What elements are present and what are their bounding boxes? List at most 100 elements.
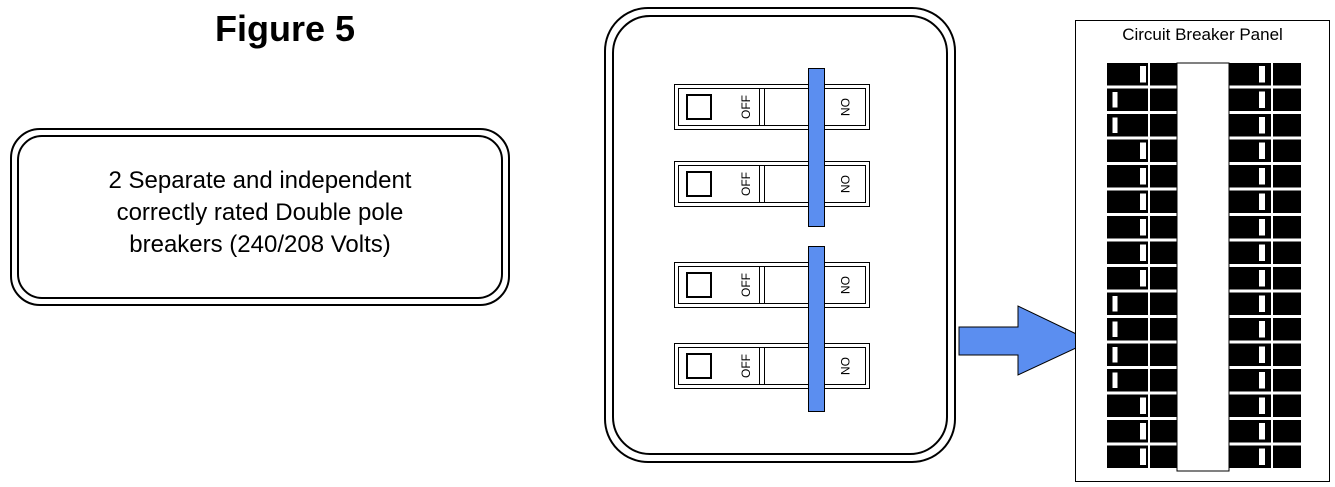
off-label: OFF (739, 273, 753, 297)
breaker-inner-frame (678, 88, 866, 126)
panel-breaker-toggle (1140, 66, 1146, 83)
panel-breaker-divider (1271, 420, 1273, 443)
breaker-switch-2: OFF ON (674, 161, 870, 207)
panel-breaker-grid (1107, 62, 1301, 472)
panel-breaker-toggle (1259, 66, 1265, 83)
callout-box: 2 Separate and independent correctly rat… (10, 128, 510, 306)
panel-breaker-toggle (1259, 321, 1265, 338)
panel-breaker-toggle (1111, 346, 1119, 364)
panel-breaker-toggle (1140, 193, 1146, 210)
panel-breaker-divider (1271, 241, 1273, 264)
handle-tie-bar-1 (808, 68, 825, 227)
panel-breaker-divider (1148, 63, 1150, 86)
panel-breaker-toggle (1259, 244, 1265, 261)
panel-breaker-divider (1148, 420, 1150, 443)
panel-breaker-toggle (1259, 219, 1265, 236)
breaker-switch-3: OFF ON (674, 262, 870, 308)
panel-breaker-toggle (1111, 320, 1119, 338)
panel-breaker-divider (1148, 394, 1150, 417)
panel-breaker-left (1107, 88, 1177, 111)
panel-breaker-divider (1271, 292, 1273, 315)
panel-breaker-toggle (1140, 397, 1146, 414)
panel-breaker-toggle (1259, 142, 1265, 159)
panel-breaker-divider (1271, 63, 1273, 86)
panel-breaker-divider (1271, 369, 1273, 392)
panel-breaker-toggle (1140, 219, 1146, 236)
panel-breaker-divider (1148, 165, 1150, 188)
panel-breaker-toggle (1259, 346, 1265, 363)
breaker-square (686, 94, 712, 120)
panel-breaker-left (1107, 114, 1177, 137)
panel-breaker-toggle (1140, 448, 1146, 465)
panel-breaker-toggle (1140, 142, 1146, 159)
panel-breaker-divider (1148, 318, 1150, 341)
panel-breaker-toggle (1259, 270, 1265, 287)
panel-breaker-toggle (1111, 371, 1119, 389)
panel-breaker-left (1107, 369, 1177, 392)
panel-breaker-toggle (1259, 397, 1265, 414)
off-label: OFF (739, 354, 753, 378)
on-label: ON (838, 357, 852, 375)
panel-breaker-toggle (1111, 116, 1119, 134)
breaker-square (686, 171, 712, 197)
panel-breaker-divider (1271, 114, 1273, 137)
panel-breaker-toggle (1140, 244, 1146, 261)
panel-breaker-left (1107, 292, 1177, 315)
panel-breaker-divider (1148, 139, 1150, 162)
panel-breaker-toggle (1140, 270, 1146, 287)
panel-breaker-left (1107, 343, 1177, 366)
panel-breaker-toggle (1259, 448, 1265, 465)
panel-breaker-divider (1271, 216, 1273, 239)
breaker-inner-frame (678, 266, 866, 304)
panel-breaker-toggle (1140, 168, 1146, 185)
callout-inner-border: 2 Separate and independent correctly rat… (17, 135, 503, 299)
panel-breaker-toggle (1111, 91, 1119, 109)
panel-breaker-divider (1148, 190, 1150, 213)
callout-text: 2 Separate and independent correctly rat… (108, 167, 412, 258)
panel-breaker-divider (1271, 190, 1273, 213)
breaker-square (686, 353, 712, 379)
on-label: ON (838, 98, 852, 116)
panel-breaker-divider (1148, 369, 1150, 392)
right-arrow-icon (958, 305, 1093, 376)
panel-breaker-divider (1271, 88, 1273, 111)
panel-breaker-divider (1148, 114, 1150, 137)
panel-breaker-toggle (1140, 423, 1146, 440)
panel-center-channel (1176, 62, 1230, 472)
breaker-switch-4: OFF ON (674, 343, 870, 389)
handle-tie-bar-2 (808, 246, 825, 412)
panel-breaker-divider (1148, 445, 1150, 468)
panel-breaker-divider (1271, 394, 1273, 417)
off-label: OFF (739, 95, 753, 119)
panel-breaker-divider (1148, 267, 1150, 290)
panel-breaker-divider (1271, 343, 1273, 366)
panel-breaker-divider (1271, 165, 1273, 188)
panel-breaker-divider (1271, 445, 1273, 468)
figure-title: Figure 5 (214, 8, 356, 49)
panel-title: Circuit Breaker Panel (1122, 25, 1283, 44)
breaker-switch-1: OFF ON (674, 84, 870, 130)
panel-breaker-divider (1148, 88, 1150, 111)
panel-breaker-toggle (1111, 295, 1119, 313)
circuit-breaker-panel: Circuit Breaker Panel (1075, 20, 1330, 482)
panel-breaker-toggle (1259, 168, 1265, 185)
breaker-inner-frame (678, 165, 866, 203)
panel-breaker-divider (1148, 241, 1150, 264)
panel-breaker-toggle (1259, 117, 1265, 134)
on-label: ON (838, 276, 852, 294)
on-label: ON (838, 175, 852, 193)
panel-breaker-toggle (1259, 372, 1265, 389)
breaker-square (686, 272, 712, 298)
breaker-closeup-frame (604, 7, 956, 463)
panel-breaker-toggle (1259, 193, 1265, 210)
panel-breaker-divider (1271, 318, 1273, 341)
panel-breaker-divider (1271, 139, 1273, 162)
panel-breaker-divider (1148, 216, 1150, 239)
panel-breaker-left (1107, 318, 1177, 341)
breaker-closeup-inner-border (612, 15, 948, 455)
panel-breaker-divider (1271, 267, 1273, 290)
panel-breaker-divider (1148, 292, 1150, 315)
off-label: OFF (739, 172, 753, 196)
panel-breaker-toggle (1259, 91, 1265, 108)
panel-breaker-toggle (1259, 423, 1265, 440)
